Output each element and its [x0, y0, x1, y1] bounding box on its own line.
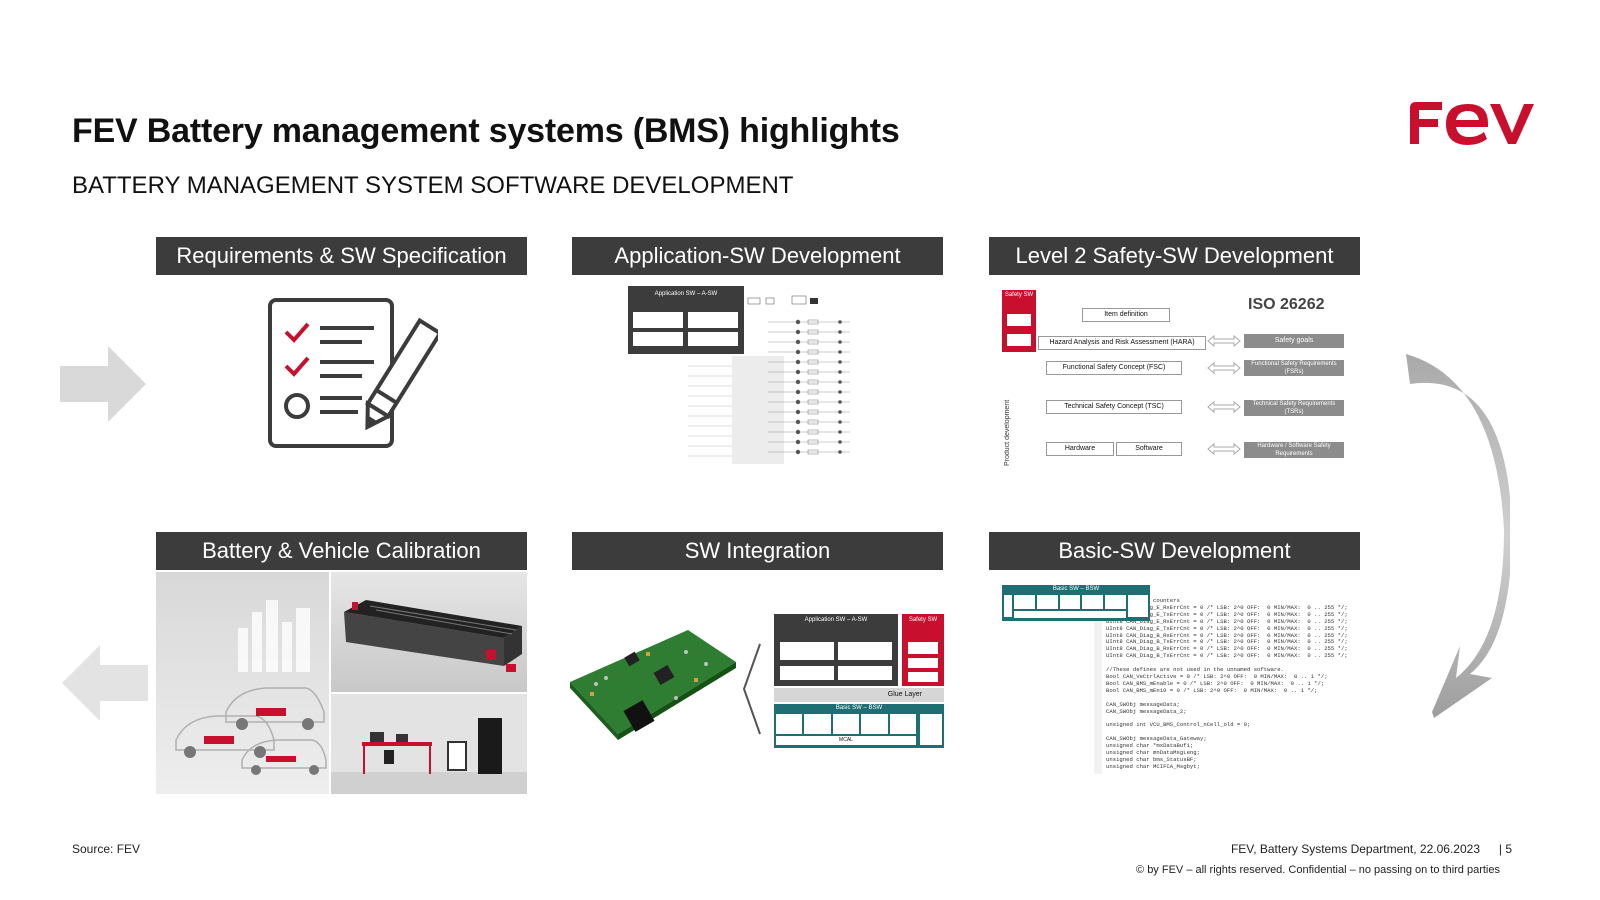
safety-sw-label: Safety SW — [1004, 292, 1034, 298]
signal-row — [688, 359, 850, 367]
signal-row — [688, 429, 850, 437]
panel-header-requirements-label: Requirements & SW Specification — [176, 243, 507, 268]
test-bench-photo — [331, 694, 527, 794]
code-line: Bool CAN_VeCtrlActive = 0 /* LSB: 2^0 OF… — [1106, 672, 1328, 680]
signal-row — [688, 449, 850, 457]
code-line: //These defines are not used in the unna… — [1106, 666, 1284, 674]
panel-header-safety-label: Level 2 Safety-SW Development — [1015, 243, 1334, 268]
application-sw-diagram: Application SW – A-SW — [628, 286, 850, 464]
signal-row — [768, 319, 850, 325]
application-signal-rows — [688, 319, 850, 457]
panel-header-integration-label: SW Integration — [684, 538, 831, 563]
safety-sw-block: Safety SW — [1002, 290, 1036, 352]
signal-row — [688, 439, 850, 447]
panel-header-application-label: Application-SW Development — [614, 243, 901, 268]
battery-pack-photo — [331, 572, 527, 692]
code-line: UInt8 CAN_Diag_B_RxErrCnt = 0 /* LSB: 2^… — [1106, 645, 1348, 653]
signal-row — [768, 349, 850, 355]
iso-26262-logo: ISO 26262 — [1248, 296, 1325, 313]
basic-sw-box: Basic SW – BSW — [1002, 585, 1150, 621]
item-definition-box: Item definition — [1082, 308, 1170, 322]
curved-flow-arrow-icon — [1406, 354, 1510, 718]
glue-layer-bar: Glue Layer — [774, 688, 944, 702]
code-line: unsigned char mnDataMsgLeng; — [1106, 748, 1200, 756]
integration-basic-sw-label: Basic SW – BSW — [835, 705, 883, 711]
checklist-pencil-icon — [268, 298, 438, 448]
footer-source: Source: FEV — [72, 842, 141, 856]
code-line: UInt8 CAN_Diag_B_TxErrCnt = 0 /* LSB: 2^… — [1106, 652, 1348, 660]
signal-row — [688, 399, 850, 407]
panel-header-application: Application-SW Development — [572, 237, 943, 275]
signal-row — [688, 379, 850, 387]
bms-pcb-photo — [570, 630, 736, 740]
panel-header-safety: Level 2 Safety-SW Development — [989, 237, 1360, 275]
safety-double-arrows — [1207, 334, 1241, 456]
footer-page-number: | 5 — [1498, 842, 1512, 856]
safety-diagram: Safety SW Product development Item defin… — [1002, 290, 1348, 466]
fev-logo — [1410, 102, 1534, 145]
panel-header-calibration: Battery & Vehicle Calibration — [156, 532, 527, 570]
signal-row — [688, 419, 850, 427]
code-line: Bool CAN_BMS_mEn10 = 0 /* LSB: 2^0 OFF: … — [1106, 686, 1318, 694]
calibration-photo-collage — [156, 572, 527, 794]
basic-sw-box-title: Basic SW – BSW — [1052, 586, 1100, 592]
code-line: UInt8 CAN_Diag_B_RxErrCnt = 0 /* LSB: 2^… — [1106, 631, 1348, 639]
safety-goals-box: Safety goals — [1244, 334, 1344, 348]
footer-department: FEV, Battery Systems Department, 22.06.2… — [1230, 842, 1480, 856]
hw-sw-req-box: Hardware / Software Safety Requirements — [1244, 442, 1344, 458]
panel-header-calibration-label: Battery & Vehicle Calibration — [202, 538, 481, 563]
signal-row — [768, 329, 850, 335]
output-arrow-icon — [62, 645, 148, 721]
tsr-box: Technical Safety Requirements (TSRs) — [1244, 400, 1344, 416]
code-line: unsigned int VCU_BMS_Control_nCell_old =… — [1106, 721, 1251, 729]
code-line: CAN_SWObj messageData_2; — [1106, 707, 1187, 715]
bracket-icon — [742, 643, 761, 735]
software-box: Software — [1116, 442, 1182, 456]
code-line: UInt8 CAN_Diag_E_RxErrCnt = 0 /* LSB: 2^… — [1106, 617, 1348, 625]
hardware-box: Hardware — [1046, 442, 1114, 456]
panel-header-basic-label: Basic-SW Development — [1058, 538, 1291, 563]
tsc-box: Technical Safety Concept (TSC) — [1046, 400, 1182, 414]
code-line: unsigned char *mxDataBuf1; — [1106, 742, 1194, 750]
product-development-label: Product development — [1004, 399, 1011, 466]
code-line: unsigned char bms_StatusBF; — [1106, 755, 1197, 763]
integration-safety-sw-box: Safety SW — [902, 614, 944, 686]
panel-header-basic: Basic-SW Development — [989, 532, 1360, 570]
signal-row — [688, 389, 850, 397]
integration-app-sw-box: Application SW – A-SW — [774, 614, 898, 686]
fsc-box: Functional Safety Concept (FSC) — [1046, 361, 1182, 375]
signal-row — [688, 409, 850, 417]
page-subtitle: BATTERY MANAGEMENT SYSTEM SOFTWARE DEVEL… — [72, 172, 794, 199]
footer-copyright: © by FEV – all rights reserved. Confiden… — [1136, 864, 1500, 876]
glue-layer-label: Glue Layer — [887, 691, 922, 698]
panel-header-integration: SW Integration — [572, 532, 943, 570]
code-line: Bool CAN_BMS_mEnable = 0 /* LSB: 2^0 OFF… — [1106, 679, 1325, 687]
input-arrow-icon — [60, 346, 146, 422]
panel-header-requirements: Requirements & SW Specification — [156, 237, 527, 275]
fsr-box: Functional Safety Requirements (FSRs) — [1244, 360, 1344, 376]
signal-row — [688, 369, 850, 377]
signal-row — [768, 339, 850, 345]
integration-app-sw-label: Application SW – A-SW — [804, 617, 868, 623]
vehicle-calibration-photo — [156, 572, 329, 794]
page-title: FEV Battery management systems (BMS) hig… — [72, 112, 900, 150]
integration-mcal-label: MCAL — [776, 736, 916, 745]
code-line: UInt8 CAN_Diag_E_TxErrCnt = 0 /* LSB: 2^… — [1106, 624, 1348, 632]
code-line: CAN_SWObj messageData; — [1106, 700, 1180, 708]
integration-safety-sw-label: Safety SW — [908, 617, 938, 623]
integration-basic-sw-box: Basic SW – BSW MCAL — [774, 704, 944, 748]
hara-box: Hazard Analysis and Risk Assessment (HAR… — [1038, 336, 1206, 350]
code-line: CAN_SWObj messageData_Gateway; — [1106, 735, 1207, 743]
code-line: UInt8 CAN_Diag_B_TxErrCnt = 0 /* LSB: 2^… — [1106, 638, 1348, 646]
code-line: unsigned char MCIFCA_Msgbyt; — [1106, 762, 1200, 770]
application-sw-box-title: Application SW – A-SW — [655, 291, 718, 297]
integration-architecture-diagram: Application SW – A-SW Safety SW Glue Lay… — [774, 614, 944, 748]
